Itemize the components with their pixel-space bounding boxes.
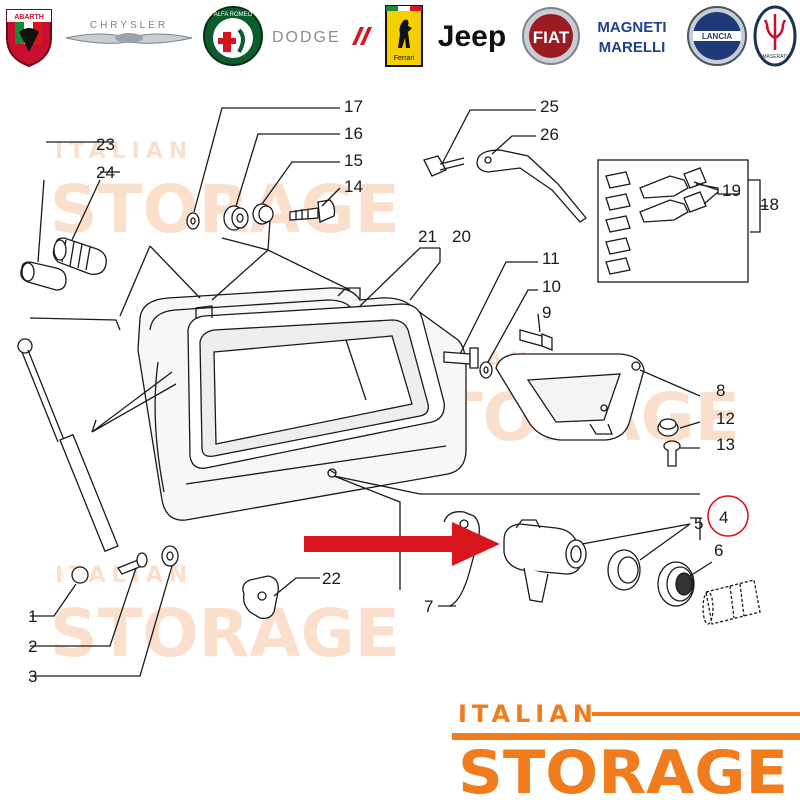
part-5-seal	[607, 549, 641, 591]
callout-11: 11	[542, 249, 560, 268]
callout-24: 24	[96, 163, 115, 182]
ferrari-logo: Ferrari	[382, 4, 426, 68]
maserati-label: MASERATI	[762, 54, 787, 60]
logo-top-text: ITALIAN	[458, 700, 598, 728]
callout-20: 20	[452, 227, 471, 246]
callout-22: 22	[322, 569, 341, 588]
part-6-sleeve	[702, 579, 761, 625]
callout-18: 18	[760, 195, 779, 214]
callout-16: 16	[344, 124, 363, 143]
callout-7: 7	[424, 597, 433, 616]
callout-12: 12	[716, 409, 735, 428]
callout-19: 19	[722, 181, 741, 200]
part-17-washer	[186, 212, 200, 230]
callout-2: 2	[28, 637, 37, 656]
chrysler-label: CHRYSLER	[90, 20, 168, 31]
callout-9: 9	[542, 303, 551, 322]
callout-4: 4	[719, 508, 728, 527]
callout-1: 1	[28, 607, 37, 626]
maserati-trident-icon: MASERATI	[753, 5, 797, 67]
part-22-bracket	[242, 575, 279, 620]
callout-13: 13	[716, 435, 735, 454]
dodge-logo: DODGE	[268, 4, 378, 68]
part-24-bump-stop	[52, 237, 107, 275]
callout-25: 25	[540, 97, 559, 116]
part-16-grommet	[223, 205, 249, 231]
part-1-gas-strut	[17, 338, 119, 584]
jeep-wordmark: Jeep	[438, 20, 506, 53]
callout-5: 5	[694, 514, 703, 533]
part-12-grommet	[657, 418, 679, 437]
callout-14: 14	[344, 177, 363, 196]
fiat-badge-icon: FIAT	[522, 7, 580, 65]
part-4-lock-body	[503, 519, 587, 603]
abarth-logo: ABARTH	[0, 4, 58, 68]
callout-17: 17	[344, 97, 363, 116]
dodge-label: DODGE	[272, 29, 341, 46]
part-9-bolt	[519, 329, 553, 351]
watermark-bottom-3: STORAGE	[50, 595, 400, 672]
dodge-stripes-icon: DODGE	[272, 27, 372, 46]
part-18-cylinders	[605, 171, 631, 275]
part-3-washer	[161, 545, 179, 567]
alfa-romeo-badge-icon: ALFA ROMEO	[203, 6, 263, 66]
italian-storage-logo: ITALIAN STORAGE	[452, 700, 800, 800]
callout-10: 10	[542, 277, 561, 296]
callout-6: 6	[714, 541, 723, 560]
part-13-screw	[663, 440, 681, 467]
fiat-label: FIAT	[533, 28, 570, 47]
chrysler-logo: CHRYSLER	[62, 4, 196, 68]
highlight-arrow	[304, 522, 500, 566]
part-15-grommet	[252, 203, 274, 225]
callout-26: 26	[540, 125, 559, 144]
magneti-marelli-wordmark: MAGNETI MARELLI	[597, 19, 666, 56]
tailgate-assembly	[137, 287, 467, 521]
logo-bottom-text: STORAGE	[458, 738, 788, 800]
abarth-shield-icon: ABARTH	[6, 9, 52, 68]
part-25-bolt	[423, 155, 465, 177]
magneti-marelli-label: MARELLI	[599, 39, 666, 56]
lock-hole	[327, 468, 337, 478]
brand-logo-bar: ABARTH CHRYSLER ALFA ROMEO	[0, 0, 800, 72]
ferrari-horse-icon: Ferrari	[385, 5, 423, 67]
highlight-circle	[707, 495, 749, 537]
part-6-bezel	[657, 561, 695, 607]
part-11-screw	[443, 347, 479, 369]
magneti-marelli-label: MAGNETI	[597, 19, 666, 36]
alfa-romeo-logo: ALFA ROMEO	[200, 4, 266, 68]
maserati-logo: MASERATI	[752, 4, 798, 68]
callout-21: 21	[418, 227, 437, 246]
lancia-label: LANCIA	[702, 32, 732, 41]
lancia-logo: LANCIA	[684, 4, 750, 68]
abarth-label: ABARTH	[14, 14, 44, 21]
ferrari-label: Ferrari	[394, 55, 415, 62]
alfa-romeo-label: ALFA ROMEO	[214, 12, 253, 18]
part-19-keys	[639, 167, 719, 223]
callout-labels: 1 2 3 4 5 6 7 8 9 10 11 12 13 14 15 16 1…	[28, 97, 779, 686]
part-23-bump-stop	[20, 261, 67, 291]
callout-8: 8	[716, 381, 725, 400]
fiat-logo: FIAT	[520, 4, 582, 68]
lancia-badge-icon: LANCIA	[687, 6, 747, 66]
chrysler-wings-icon: CHRYSLER	[65, 20, 193, 44]
jeep-label: Jeep	[438, 20, 506, 53]
callout-3: 3	[28, 667, 37, 686]
part-10-washer	[479, 361, 493, 379]
part-2-ball-stud	[117, 552, 148, 575]
part-8-handle	[495, 353, 645, 441]
watermark-bottom-1: STORAGE	[50, 171, 400, 248]
part-26-hinge	[476, 149, 587, 223]
jeep-logo: Jeep	[428, 4, 516, 68]
magneti-marelli-logo: MAGNETI MARELLI	[586, 4, 678, 68]
callout-23: 23	[96, 135, 115, 154]
watermark-top-1: ITALIAN	[55, 139, 193, 164]
callout-15: 15	[344, 151, 363, 170]
